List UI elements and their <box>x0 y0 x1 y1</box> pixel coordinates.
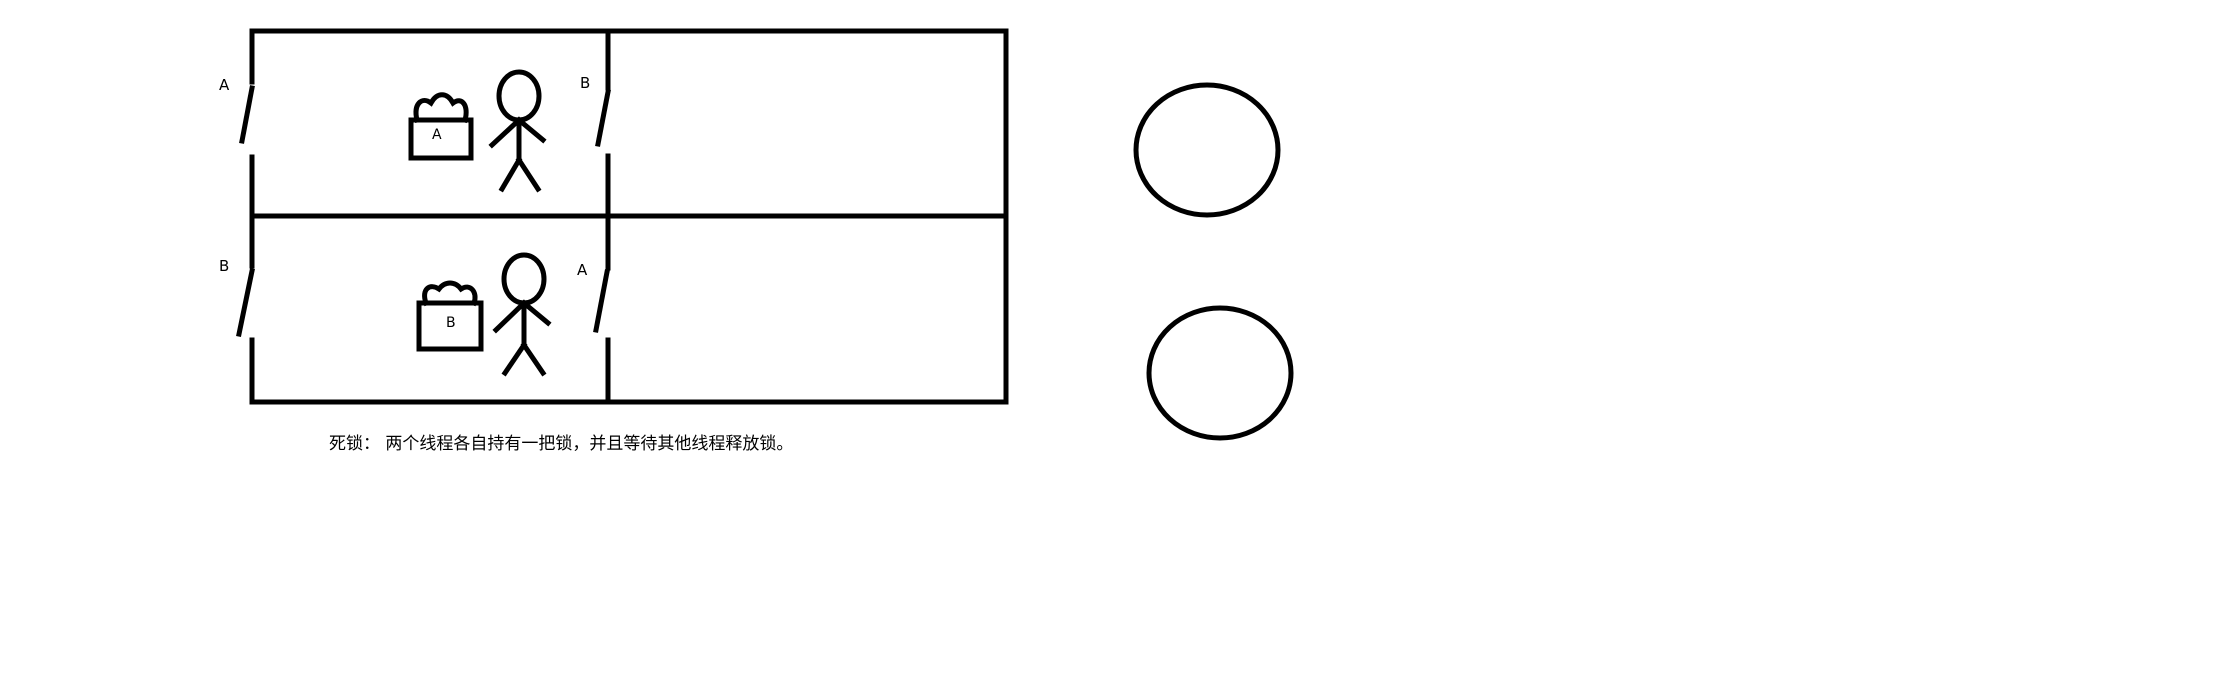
top-circle <box>1133 82 1281 218</box>
upper-person-icon <box>488 69 547 193</box>
lower-lock-label: B <box>446 315 456 331</box>
lower-lock-icon <box>416 280 484 352</box>
lower-person-icon <box>492 252 552 377</box>
upper-left-door-label: A <box>219 76 230 94</box>
lower-left-door-label: B <box>219 257 229 275</box>
lower-left-door <box>236 268 255 337</box>
upper-right-door <box>595 89 611 147</box>
upper-left-door <box>239 85 255 144</box>
lower-right-door <box>593 269 610 333</box>
caption: 死锁： 两个线程各自持有一把锁，并且等待其他线程释放锁。 <box>329 434 793 454</box>
upper-lock-label: A <box>432 127 442 143</box>
bottom-circle <box>1146 305 1294 441</box>
upper-right-door-label: B <box>580 74 590 92</box>
upper-lock-icon <box>408 92 474 161</box>
room-frame <box>249 28 1009 405</box>
lower-right-door-label: A <box>577 261 588 279</box>
